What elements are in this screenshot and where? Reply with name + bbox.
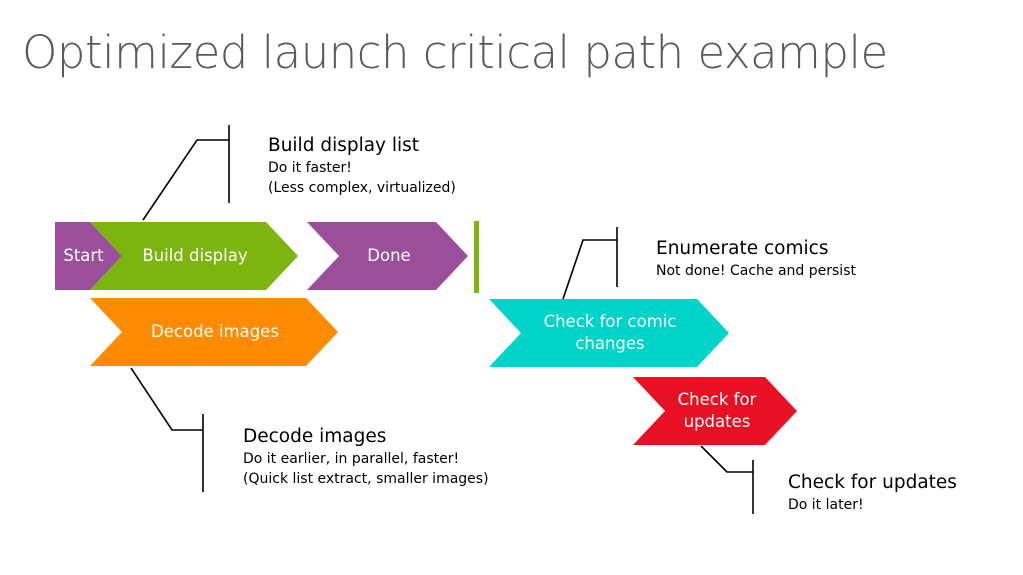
- decode-callout-line: [130, 367, 203, 431]
- check-comic-changes-step-label: Check for comic changes: [543, 312, 677, 353]
- enumerate-callout-line-1: Not done! Cache and persist: [656, 263, 856, 279]
- enumerate-callout: Enumerate comics Not done! Cache and per…: [656, 237, 856, 281]
- updates-callout-line-1: Do it later!: [788, 497, 864, 513]
- decode-callout-line-1: Do it earlier, in parallel, faster!: [243, 451, 460, 467]
- done-milestone-bar: [474, 221, 479, 293]
- build-display-step-shape: [90, 222, 298, 290]
- build-list-callout-line: [142, 139, 229, 221]
- start-step-shape: [55, 222, 122, 290]
- build-list-callout-line-1: Do it faster!: [268, 160, 352, 176]
- decode-images-step-shape: [90, 298, 338, 366]
- done-step-label: Done: [367, 246, 411, 265]
- build-list-callout-heading: Build display list: [268, 135, 420, 156]
- enumerate-callout-line: [562, 239, 617, 300]
- enumerate-callout-heading: Enumerate comics: [656, 238, 829, 259]
- check-comic-changes-step-shape: [489, 299, 729, 367]
- build-display-step-label: Build display: [142, 246, 248, 265]
- decode-callout-heading: Decode images: [243, 426, 387, 447]
- build-list-callout-line-2: (Less complex, virtualized): [268, 180, 456, 196]
- slide-title: Optimized launch critical path example: [22, 26, 888, 79]
- updates-callout-heading: Check for updates: [788, 472, 957, 493]
- start-step-label: Start: [63, 246, 104, 265]
- check-updates-step-shape: [633, 377, 797, 445]
- build-list-callout: Build display list Do it faster! (Less c…: [268, 134, 456, 198]
- done-step-shape: [307, 222, 468, 290]
- check-updates-step-label: Check for updates: [677, 390, 757, 431]
- decode-callout-line-2: (Quick list extract, smaller images): [243, 471, 489, 487]
- updates-callout-line: [700, 445, 753, 473]
- decode-images-step-label: Decode images: [151, 322, 279, 341]
- updates-callout: Check for updates Do it later!: [788, 471, 957, 515]
- decode-callout: Decode images Do it earlier, in parallel…: [243, 425, 489, 489]
